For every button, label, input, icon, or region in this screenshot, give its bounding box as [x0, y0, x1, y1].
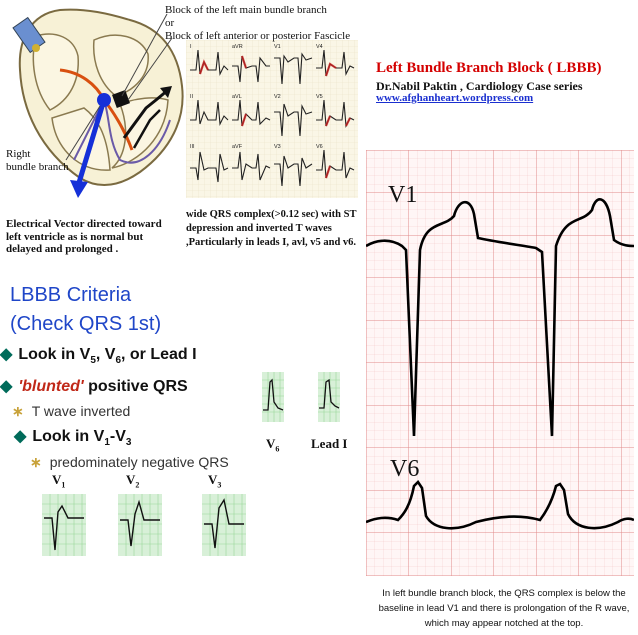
criteria-item-look-v5-v6: ◆Look in V5, V6, or Lead I [0, 346, 197, 367]
twelve-lead-ecg-thumbnail: I aVR V1 V4 II aVL V2 V5 III aVF V3 V6 [186, 40, 358, 198]
criteria-item-negative-qrs: ∗predominately negative QRS [30, 454, 229, 470]
v2-strip-label: V2 [126, 472, 140, 490]
lead-label-V6: V6 [316, 144, 323, 150]
lead-label-V2: V2 [274, 94, 281, 100]
wide-qrs-note: wide QRS complex(>0.12 sec) with ST depr… [186, 209, 357, 248]
right-bundle-branch-label: Right bundle branch [6, 148, 69, 174]
block-note-line2: or [165, 17, 175, 29]
lead-label-V3: V3 [274, 144, 281, 150]
v1-strip-label: V1 [52, 472, 66, 490]
block-note: Block of the left main bundle branch or … [165, 4, 350, 43]
lead-label-aVR: aVR [232, 44, 243, 50]
criteria-item-t-wave-inverted: ∗T wave inverted [12, 403, 131, 419]
v6-strip-label: V6 [266, 436, 280, 454]
block-note-line1: Block of the left main bundle branch [165, 4, 327, 16]
v2-strip [118, 494, 162, 556]
criteria-item-blunted-qrs: ◆'blunted' positive QRS [0, 378, 188, 395]
star-bullet-icon: ∗ [30, 454, 42, 470]
lead-label-III: III [190, 144, 195, 150]
criteria-title-line2: (Check QRS 1st) [10, 313, 162, 335]
electrical-vector-note: Electrical Vector directed toward left v… [6, 218, 162, 255]
v3-strip-label: V3 [208, 472, 222, 490]
v3-strip [202, 494, 246, 556]
large-ecg-v1-v6: V1 V6 [366, 150, 634, 576]
criteria-title-line1: LBBB Criteria [10, 284, 132, 306]
lead-label-II: II [190, 94, 194, 100]
website-link[interactable]: www.afghanheart.wordpress.com [376, 92, 534, 104]
lead-i-strip [318, 372, 340, 422]
big-ecg-label-v1: V1 [388, 182, 417, 208]
lead-label-I: I [190, 44, 192, 50]
lead-label-V5: V5 [316, 94, 323, 100]
diamond-bullet-icon: ◆ [14, 428, 27, 445]
criteria-item-look-v1-v3: ◆Look in V1-V3 [14, 428, 132, 449]
v1-strip [42, 494, 86, 556]
lead-label-aVL: aVL [232, 94, 242, 100]
heart-conduction-illustration [12, 8, 184, 198]
diamond-bullet-icon: ◆ [0, 378, 13, 395]
lead-label-V1: V1 [274, 44, 281, 50]
block-note-line3: Block of left anterior or posterior Fasc… [165, 30, 351, 42]
author-line: Dr.Nabil Paktin , Cardiology Case series [376, 79, 583, 93]
lbbb-caption: In left bundle branch block, the QRS com… [378, 588, 630, 629]
right-bundle-label-line2: bundle branch [6, 161, 69, 173]
page-title: Left Bundle Branch Block ( LBBB) [376, 60, 602, 76]
diamond-bullet-icon: ◆ [0, 346, 13, 363]
v6-strip [262, 372, 284, 422]
star-bullet-icon: ∗ [12, 403, 24, 419]
lead-label-aVF: aVF [232, 144, 243, 150]
big-ecg-label-v6: V6 [390, 456, 419, 482]
lead-label-V4: V4 [316, 44, 323, 50]
lead-i-strip-label: Lead I [311, 436, 348, 451]
right-bundle-label-line1: Right [6, 148, 31, 160]
